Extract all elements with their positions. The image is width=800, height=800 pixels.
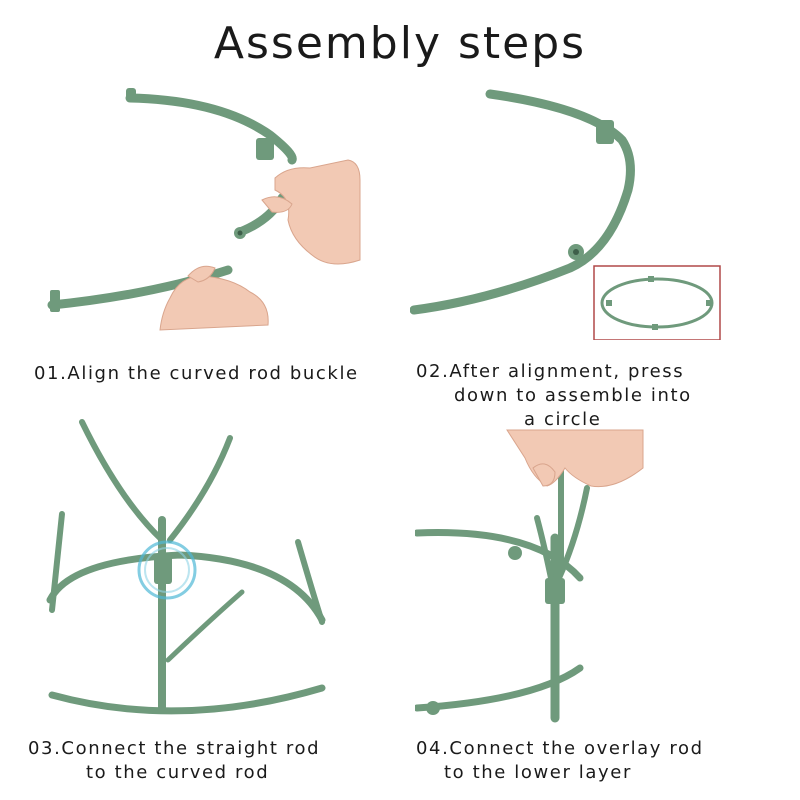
step-4-illustration: 04.Connect the overlay rod to the lower …: [415, 428, 795, 783]
caption-line: to the lower layer: [444, 762, 632, 783]
page-title: Assembly steps: [213, 18, 587, 69]
caption-line: 03.Connect the straight rod: [28, 738, 321, 759]
step-2-illustration: 02.After alignment, press down to assemb…: [410, 80, 790, 430]
caption-line: 01.Align the curved rod buckle: [34, 363, 359, 384]
caption-line: 04.Connect the overlay rod: [416, 738, 704, 759]
step-3-drawing: [46, 419, 326, 715]
step-2-drawing: [410, 89, 721, 340]
caption-line: down to assemble into: [454, 385, 692, 406]
step-4-drawing: [415, 429, 644, 723]
step-1-drawing: [47, 88, 361, 331]
step-1-illustration: 01.Align the curved rod buckle: [30, 80, 410, 410]
step-3-caption: 03.Connect the straight rod to the curve…: [28, 737, 320, 785]
step-3-illustration: 03.Connect the straight rod to the curve…: [28, 410, 410, 783]
step-4-caption: 04.Connect the overlay rod to the lower …: [416, 737, 704, 785]
step-1-caption: 01.Align the curved rod buckle: [34, 362, 359, 386]
step-2-caption: 02.After alignment, press down to assemb…: [416, 360, 692, 432]
caption-line: 02.After alignment, press: [416, 361, 685, 382]
highlight-circle: [137, 540, 197, 600]
caption-line: a circle: [524, 409, 602, 430]
caption-line: to the curved rod: [86, 762, 270, 783]
